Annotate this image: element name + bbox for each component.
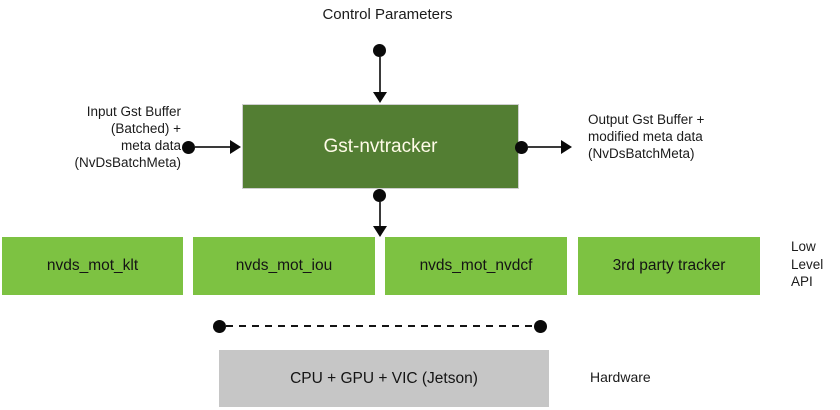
tracker-box-nvds-mot-nvdcf: nvds_mot_nvdcf bbox=[385, 237, 567, 295]
input-buffer-label-line: (Batched) + bbox=[110, 121, 181, 136]
hardware-box: CPU + GPU + VIC (Jetson) bbox=[219, 350, 549, 407]
low-level-api-label-line: Level bbox=[791, 256, 824, 272]
lowlevel-connector-line bbox=[379, 202, 381, 227]
input-connector-arrowhead-icon bbox=[230, 140, 241, 154]
hardware-span-right-dot bbox=[534, 320, 547, 333]
output-buffer-label-line: Output Gst Buffer + bbox=[588, 112, 705, 127]
tracker-box-label: nvds_mot_klt bbox=[46, 257, 139, 274]
output-connector-line bbox=[528, 146, 561, 148]
input-buffer-label-line: (NvDsBatchMeta) bbox=[74, 155, 181, 170]
tracker-box-label: 3rd party tracker bbox=[612, 257, 726, 274]
control-connector-arrowhead-icon bbox=[373, 92, 387, 103]
output-connector-dot bbox=[515, 141, 528, 154]
input-buffer-label-line: meta data bbox=[120, 138, 181, 153]
lowlevel-connector-dot bbox=[373, 189, 386, 202]
tracker-box-nvds-mot-klt: nvds_mot_klt bbox=[2, 237, 183, 295]
input-connector-dot bbox=[182, 141, 195, 154]
input-buffer-label-line: Input Gst Buffer bbox=[86, 104, 181, 119]
output-connector-arrowhead-icon bbox=[561, 140, 572, 154]
tracker-box-nvds-mot-iou: nvds_mot_iou bbox=[193, 237, 375, 295]
control-connector-line bbox=[379, 57, 381, 96]
hardware-span-dashed-line bbox=[226, 325, 534, 327]
gst-nvtracker-box-label: Gst-nvtracker bbox=[323, 135, 438, 157]
gst-nvtracker-box: Gst-nvtracker bbox=[242, 104, 519, 189]
output-buffer-label-line: modified meta data bbox=[588, 129, 703, 144]
tracker-box-label: nvds_mot_iou bbox=[235, 257, 333, 274]
lowlevel-connector-arrowhead-icon bbox=[373, 226, 387, 237]
hardware-label: Hardware bbox=[590, 369, 651, 385]
output-buffer-label-line: (NvDsBatchMeta) bbox=[588, 146, 695, 161]
tracker-box-label: nvds_mot_nvdcf bbox=[419, 257, 533, 274]
low-level-api-label: Low Level API bbox=[791, 238, 823, 291]
hardware-span-left-dot bbox=[213, 320, 226, 333]
low-level-api-label-line: API bbox=[791, 274, 813, 289]
low-level-api-label-line: Low bbox=[791, 239, 816, 254]
input-buffer-label: Input Gst Buffer (Batched) + meta data (… bbox=[0, 103, 181, 171]
hardware-box-label: CPU + GPU + VIC (Jetson) bbox=[290, 369, 478, 387]
output-buffer-label: Output Gst Buffer + modified meta data (… bbox=[588, 111, 788, 162]
control-parameters-label: Control Parameters bbox=[322, 6, 453, 23]
control-connector-dot bbox=[373, 44, 386, 57]
input-connector-line bbox=[195, 146, 230, 148]
tracker-box-3rd-party: 3rd party tracker bbox=[578, 237, 760, 295]
